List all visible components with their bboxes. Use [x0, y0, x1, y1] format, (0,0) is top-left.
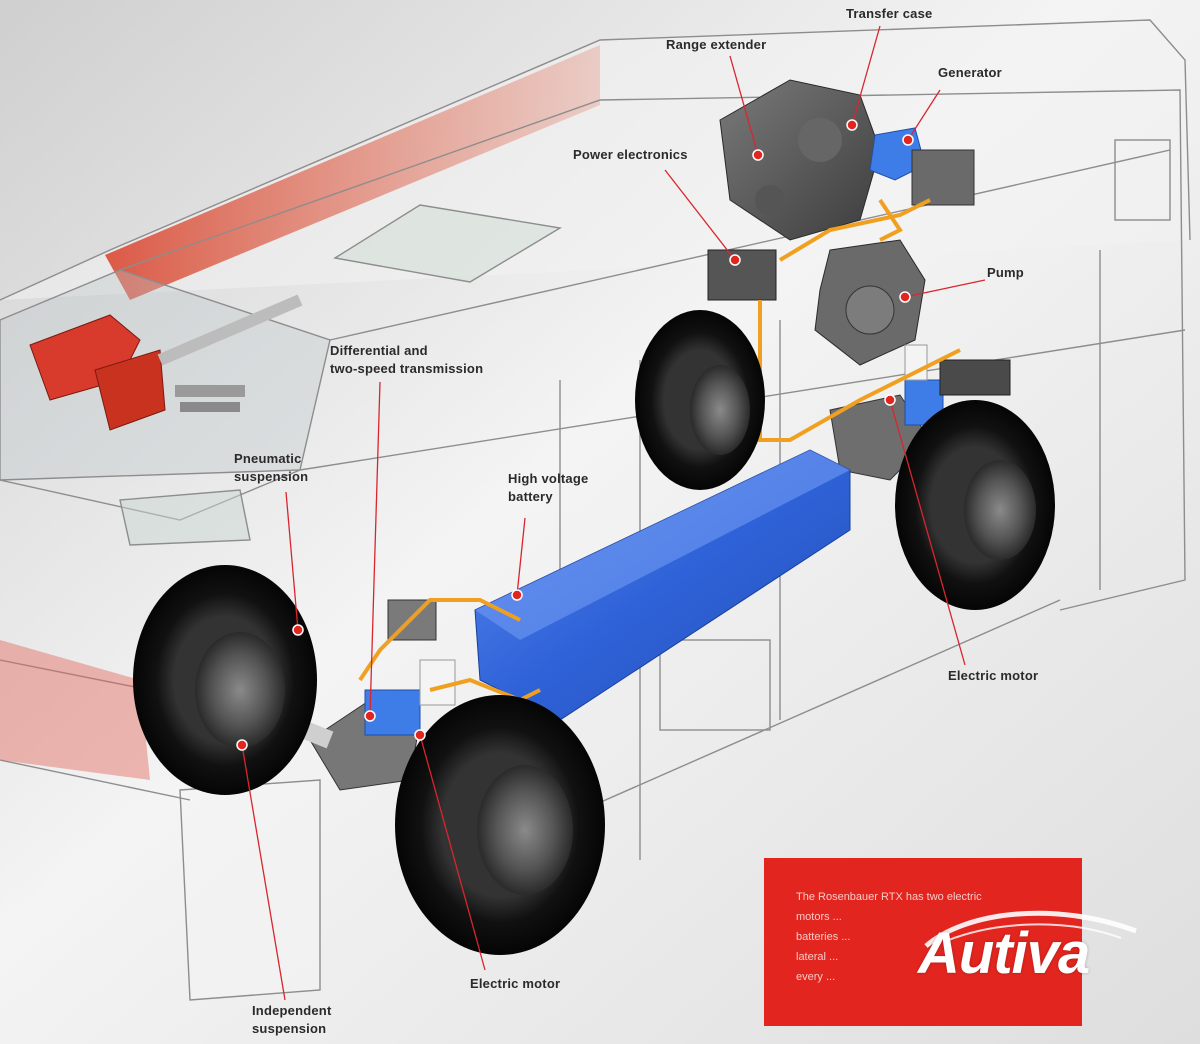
label-differential-line1: Differential and	[330, 343, 428, 358]
label-pneumatic-line1: Pneumatic	[234, 451, 302, 466]
label-electric-motor-front: Electric motor	[470, 976, 561, 991]
dot-electric-motor-front	[414, 729, 426, 741]
dot-range-extender	[752, 149, 764, 161]
label-differential-line2: two-speed transmission	[330, 361, 484, 376]
front-left-wheel	[133, 565, 317, 795]
leader-lines	[241, 25, 986, 1001]
dot-independent-suspension	[236, 739, 248, 751]
front-right-wheel	[395, 695, 605, 955]
label-high-voltage-battery: High voltage battery	[508, 470, 588, 506]
label-battery-line2: battery	[508, 489, 553, 504]
dot-generator	[902, 134, 914, 146]
info-box-line5: every ...	[796, 971, 836, 983]
callout-dots	[236, 119, 914, 751]
autiva-logo-swoosh	[924, 910, 1137, 948]
label-transfer-case: Transfer case	[846, 6, 933, 21]
rear-right-wheel	[895, 400, 1055, 610]
rear-left-wheel	[635, 310, 765, 490]
dot-battery	[511, 589, 523, 601]
label-differential: Differential and two-speed transmission	[330, 342, 483, 378]
label-range-extender: Range extender	[666, 37, 767, 52]
label-pneumatic-suspension: Pneumatic suspension	[234, 450, 308, 486]
pump-unit	[814, 239, 926, 366]
dot-transfer-case	[846, 119, 858, 131]
autiva-logo-text: Autiva	[918, 921, 1090, 986]
label-generator: Generator	[938, 65, 1002, 80]
auxiliary-box	[911, 149, 975, 206]
power-electronics-box	[707, 249, 777, 301]
label-battery-line1: High voltage	[508, 471, 589, 486]
roof-turret	[29, 294, 303, 431]
dot-differential	[364, 710, 376, 722]
dot-pneumatic-suspension	[292, 624, 304, 636]
dot-pump	[899, 291, 911, 303]
label-independent-line1: Independent	[252, 1003, 332, 1018]
high-voltage-battery	[474, 449, 851, 721]
label-power-electronics: Power electronics	[573, 147, 688, 162]
info-box-line3: batteries ...	[796, 931, 851, 943]
info-box-line1: The Rosenbauer RTX has two electric	[796, 891, 982, 903]
dot-electric-motor-rear	[884, 394, 896, 406]
label-independent-suspension: Independent suspension	[252, 1002, 331, 1038]
label-pneumatic-line2: suspension	[234, 469, 309, 484]
info-box: The Rosenbauer RTX has two electric moto…	[764, 858, 1082, 1026]
label-independent-line2: suspension	[252, 1021, 327, 1036]
label-electric-motor-rear: Electric motor	[948, 668, 1039, 683]
info-box-line2: motors ...	[796, 911, 842, 923]
info-box-line4: lateral ...	[796, 951, 839, 963]
dot-power-electronics	[729, 254, 741, 266]
range-extender-engine	[719, 79, 881, 241]
label-pump: Pump	[987, 265, 1024, 280]
